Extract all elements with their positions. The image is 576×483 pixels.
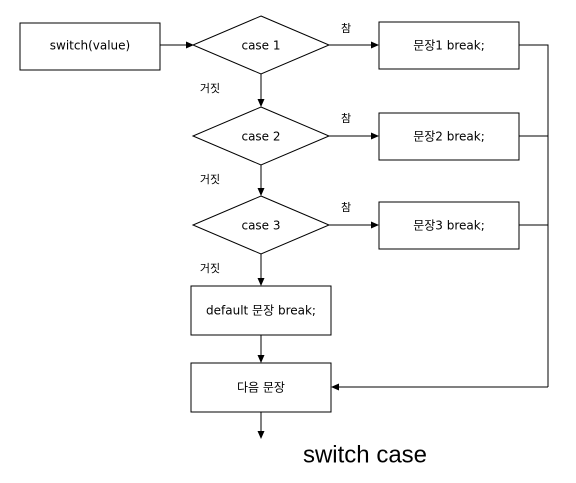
switch-box — [19, 22, 161, 71]
case1-label: case 1 — [241, 39, 280, 53]
case2-label: case 2 — [241, 130, 280, 144]
next-statement-box — [190, 362, 332, 413]
stmt3-box — [378, 201, 520, 250]
stmt1-label: 문장1 break; — [413, 39, 485, 53]
false-label-case3: 거짓 — [200, 262, 220, 275]
stmt3-label: 문장3 break; — [413, 219, 485, 233]
false-label-case1: 거짓 — [200, 82, 220, 95]
connectors — [160, 41, 549, 439]
true-label-case1: 참 — [341, 22, 351, 35]
false-label-case2: 거짓 — [200, 173, 220, 186]
stmt1-box — [378, 21, 520, 70]
edge-stmt1-to-merge — [519, 44, 549, 387]
default-box — [190, 285, 332, 336]
true-label-case2: 참 — [341, 112, 351, 125]
stmt2-label: 문장2 break; — [413, 130, 485, 144]
switch-label: switch(value) — [50, 39, 130, 53]
true-label-case3: 참 — [341, 201, 351, 214]
case1-diamond — [191, 15, 331, 75]
stmt2-box — [378, 112, 520, 161]
case2-diamond — [191, 106, 331, 166]
next-statement-label: 다음 문장 — [237, 381, 285, 395]
diagram-caption: switch case — [303, 441, 427, 468]
case3-diamond — [191, 195, 331, 255]
case3-label: case 3 — [241, 219, 280, 233]
default-label: default 문장 break; — [206, 304, 316, 318]
